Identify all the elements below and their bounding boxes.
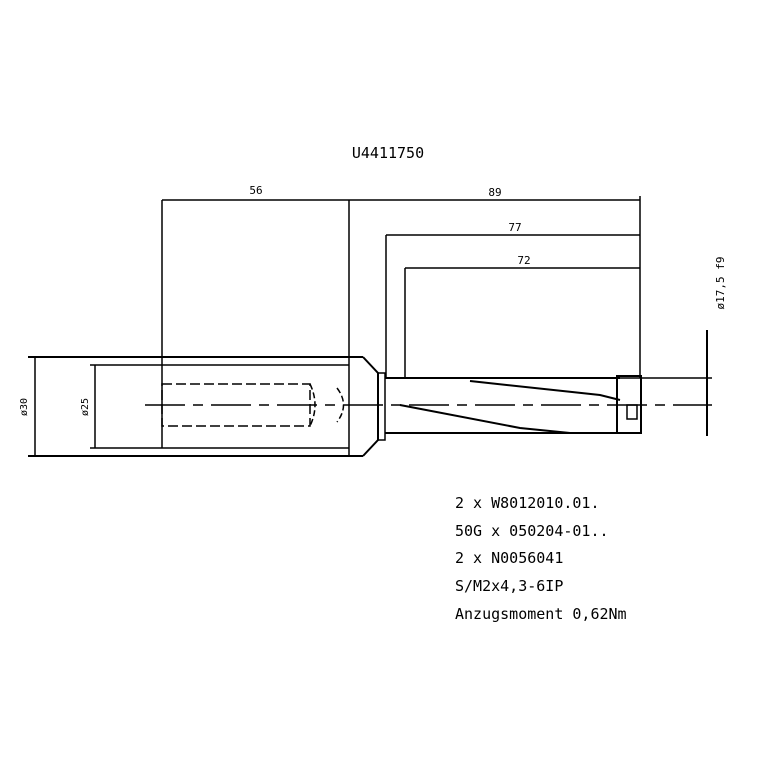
diameter-label-cutting: ø17,5 f9 — [714, 257, 727, 310]
diameter-label-shank: ø25 — [80, 398, 91, 416]
dimension-label: 56 — [249, 184, 262, 197]
dimension-72: 72 — [404, 254, 640, 378]
dimension-89: 89 — [349, 186, 641, 378]
dimension-label: 72 — [517, 254, 530, 267]
dimension-label: 89 — [488, 186, 501, 199]
dimension-56: 56 — [161, 184, 350, 456]
dimension-label: 77 — [508, 221, 521, 234]
note-line: Anzugsmoment 0,62Nm — [455, 605, 627, 623]
note-line: S/M2x4,3-6IP — [455, 577, 563, 595]
note-line: 2 x W8012010.01. — [455, 494, 600, 512]
diameter-label-outer: ø30 — [19, 398, 30, 416]
note-line: 2 x N0056041 — [455, 549, 563, 567]
notes: 2 x W8012010.01. 50G x 050204-01.. 2 x N… — [455, 494, 627, 623]
part-number: U4411750 — [352, 144, 424, 162]
dimension-77: 77 — [385, 221, 640, 378]
note-line: 50G x 050204-01.. — [455, 522, 609, 540]
